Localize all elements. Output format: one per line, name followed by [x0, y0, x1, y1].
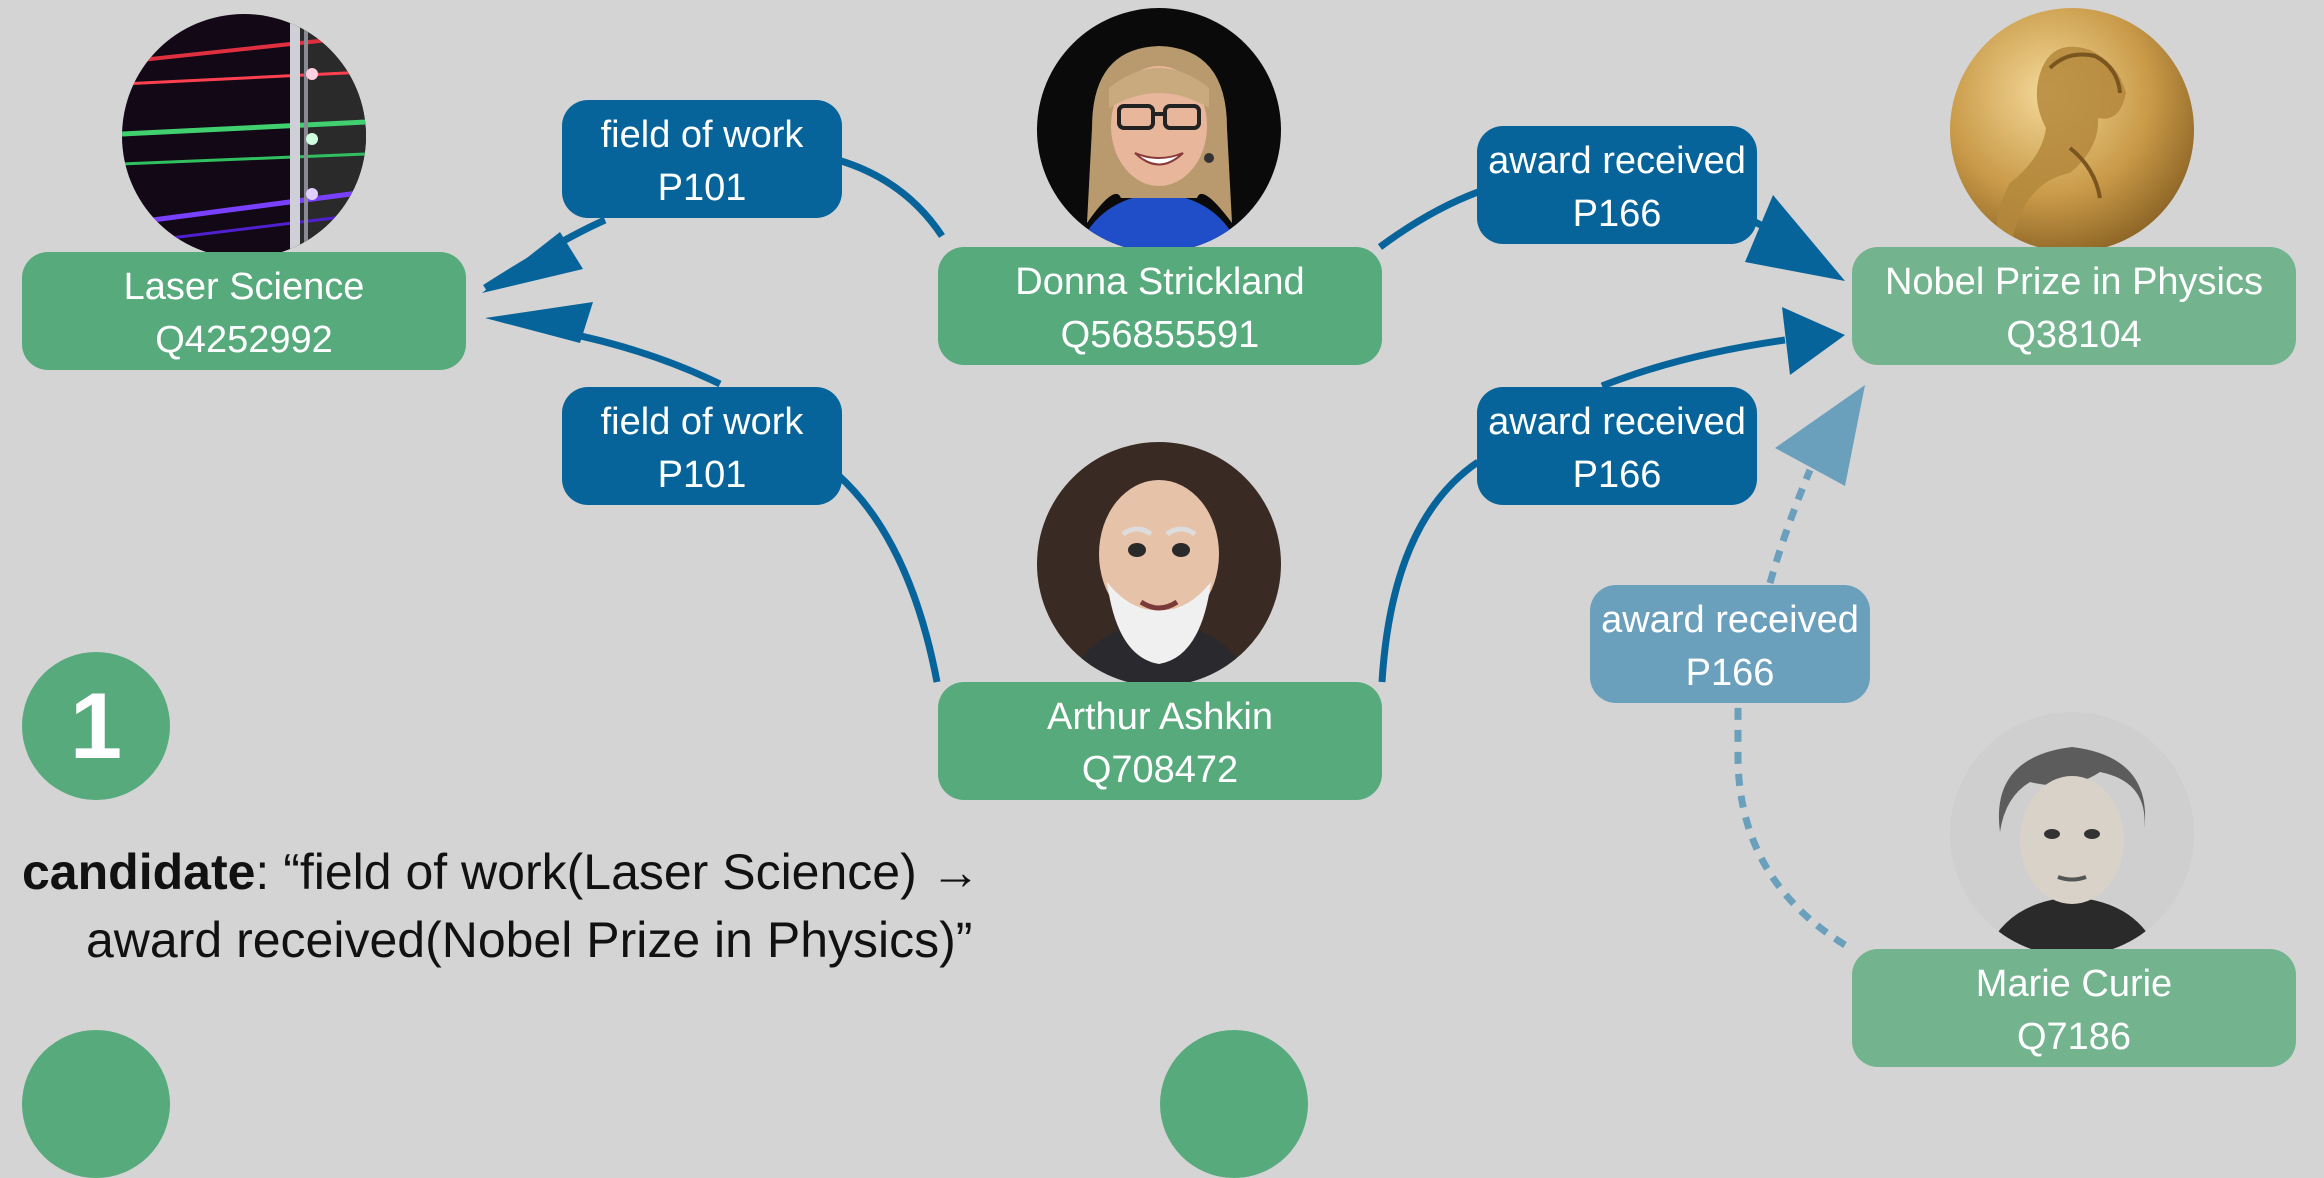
arrowhead-nobel-faded: [1775, 385, 1865, 486]
candidate-line2: award received(Nobel Prize in Physics)”: [86, 912, 973, 968]
relation-label: award received: [1488, 140, 1746, 182]
nobel-medal-photo: [1950, 8, 2194, 252]
candidate-text: candidate: “field of work(Laser Science)…: [22, 838, 981, 974]
laser-photo: [122, 14, 366, 258]
entity-nobel-prize-in-physics: Nobel Prize in Physics Q38104: [1852, 247, 2296, 365]
relation-pid: P166: [1572, 454, 1662, 496]
entity-id: Q4252992: [155, 319, 333, 361]
edge-donna-award: [1377, 188, 1480, 250]
entity-name: Donna Strickland: [1015, 261, 1305, 303]
relation-marie-award-received: award received P166: [1590, 585, 1870, 703]
arrowhead-nobel-upper: [1745, 195, 1845, 281]
entity-name: Laser Science: [123, 266, 365, 308]
marie-curie-photo: [1950, 712, 2194, 956]
arrowhead-laser-lower: [485, 302, 593, 343]
step-badge-3-partial: [1160, 1030, 1308, 1178]
relation-pid: P101: [657, 167, 747, 209]
step-number: 1: [69, 673, 123, 778]
entity-id: Q38104: [2006, 314, 2142, 356]
step-badge-2-partial: [22, 1030, 170, 1178]
relation-donna-field-of-work: field of work P101: [562, 100, 842, 218]
relation-label: award received: [1601, 599, 1859, 641]
relation-pid: P166: [1572, 193, 1662, 235]
entity-marie-curie: Marie Curie Q7186: [1852, 949, 2296, 1067]
relation-pid: P101: [657, 454, 747, 496]
relation-label: field of work: [600, 114, 804, 156]
edge-marie-award: [1734, 705, 1847, 948]
entity-laser-science: Laser Science Q4252992: [22, 252, 466, 370]
edge-marie-award-to-nobel: [1766, 468, 1814, 584]
entity-donna-strickland: Donna Strickland Q56855591: [938, 247, 1382, 365]
relation-pid: P166: [1685, 652, 1775, 694]
entity-name: Arthur Ashkin: [1047, 696, 1273, 738]
edges-layer: [482, 156, 1865, 948]
edge-donna-field: [836, 156, 945, 238]
candidate-keyword: candidate: [22, 844, 256, 900]
relation-label: field of work: [600, 401, 804, 443]
arrowhead-laser-upper: [482, 232, 583, 293]
entity-name: Marie Curie: [1975, 963, 2173, 1005]
donna-strickland-photo: [1037, 8, 1281, 252]
candidate-line1: : “field of work(Laser Science) →: [255, 844, 981, 900]
step-badge-1: 1: [22, 652, 170, 800]
arthur-ashkin-photo: [1037, 442, 1281, 686]
entity-id: Q7186: [2016, 1016, 2132, 1058]
relation-label: award received: [1488, 401, 1746, 443]
edge-arthur-award-to-nobel: [1600, 336, 1786, 390]
entity-id: Q708472: [1081, 749, 1239, 791]
entity-id: Q56855591: [1060, 314, 1260, 356]
relation-donna-award-received: award received P166: [1477, 126, 1757, 244]
arrowhead-nobel-lower: [1782, 307, 1845, 375]
relation-arthur-field-of-work: field of work P101: [562, 387, 842, 505]
entity-name: Nobel Prize in Physics: [1884, 261, 2264, 303]
edge-arthur-field: [835, 472, 941, 683]
edge-arthur-award: [1378, 459, 1480, 683]
entity-arthur-ashkin: Arthur Ashkin Q708472: [938, 682, 1382, 800]
relation-arthur-award-received: award received P166: [1477, 387, 1757, 505]
